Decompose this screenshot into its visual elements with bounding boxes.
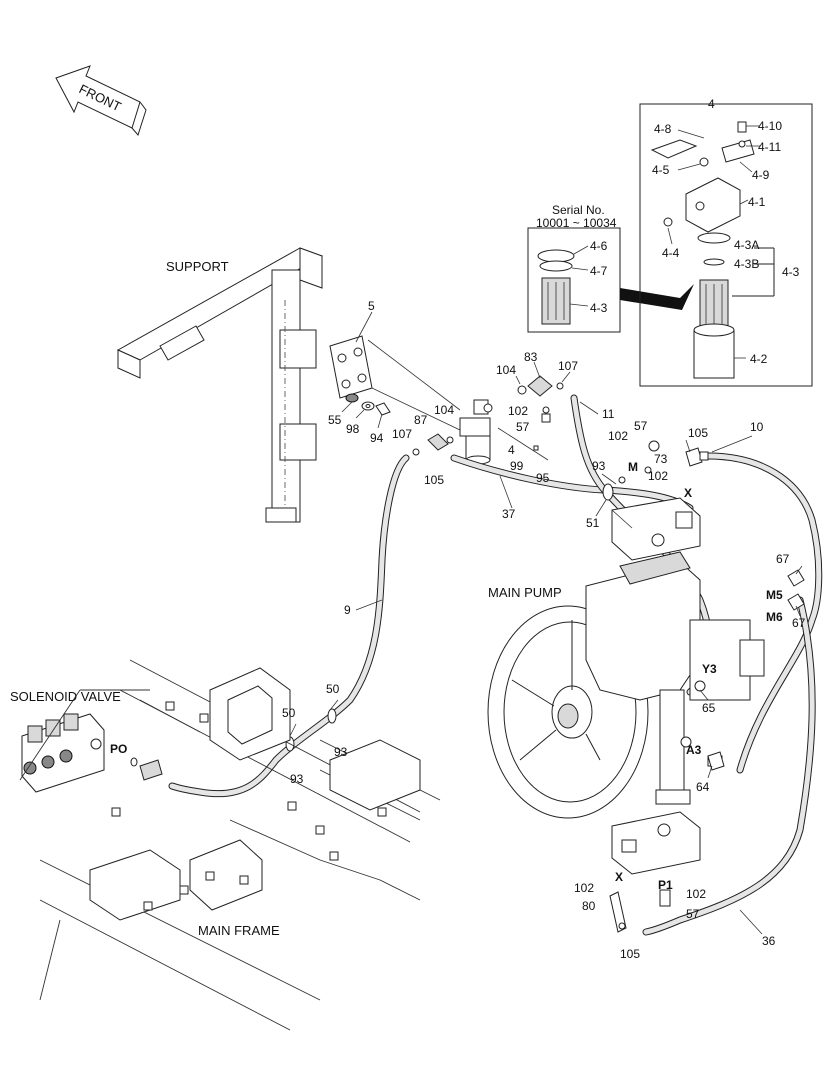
main-pump-label: MAIN PUMP [488,585,562,600]
callout: 104 [434,403,454,417]
callout: 50 [326,682,340,696]
hose-37 [450,454,694,512]
callout: 4-8 [654,122,672,136]
callout: 5 [368,299,375,313]
callout: 9 [344,603,351,617]
callout: 83 [524,350,538,364]
callout: 107 [558,359,578,373]
serial-title: Serial No. [552,203,605,217]
callout: 105 [688,426,708,440]
hose-10 [704,452,823,774]
main-frame [19,659,441,1031]
line-filter-4 [459,399,493,465]
callout: 4-2 [750,352,768,366]
callout: 51 [586,516,600,530]
callout: 57 [686,907,700,921]
callout: 93 [290,772,304,786]
callout: 80 [582,899,596,913]
detail-box-title: 4 [708,97,715,111]
callout: 57 [516,420,530,434]
callout: 50 [282,706,296,720]
callout: 37 [502,507,516,521]
solenoid-valve-label: SOLENOID VALVE [10,689,121,704]
callout: 55 [328,413,342,427]
hose-9 [168,454,410,798]
callout: 98 [346,422,360,436]
filter-fittings [412,375,564,461]
callout: 57 [634,419,648,433]
main-pump [487,551,765,819]
pump-fittings [609,440,805,933]
hardware-55-98-94 [345,393,391,416]
callout: 102 [608,429,628,443]
port-po: PO [110,742,127,756]
callout: 105 [620,947,640,961]
callout: 93 [592,459,606,473]
callout: 93 [334,745,348,759]
callout: 4-1 [748,195,766,209]
callout: 4-3B [734,257,759,271]
hose-36 [642,596,816,936]
bracket-plate-5 [329,335,461,431]
port-m: M [628,460,638,474]
callout: 102 [648,469,668,483]
callout: 10 [750,420,764,434]
callout-labels: 4-8 4-10 4-11 4-5 4-9 4-1 4-4 4-3A 4-3B … [282,119,806,961]
port-m5: M5 [766,588,783,602]
callout: 4-6 [590,239,608,253]
port-x-top: X [684,486,692,500]
valve-block-bottom [611,811,701,875]
callout: 36 [762,934,776,948]
callout: 107 [392,427,412,441]
callout: 105 [424,473,444,487]
callout: 11 [602,407,615,421]
callout: 102 [574,881,594,895]
solenoid-valve [21,713,163,793]
callout: 4-11 [758,140,781,154]
callout: 99 [510,459,524,473]
support-label: SUPPORT [166,259,229,274]
callout: 73 [654,452,668,466]
callout: 87 [414,413,428,427]
assembly-labels: SUPPORT MAIN PUMP SOLENOID VALVE MAIN FR… [10,97,715,938]
callout: 67 [792,616,806,630]
callout: 67 [776,552,790,566]
callout: 4-3 [590,301,608,315]
support-bracket [116,247,324,523]
valve-block-top [611,497,701,561]
callout: 4-3A [734,238,759,252]
front-arrow: FRONT [55,65,147,137]
port-x-bottom: X [615,870,623,884]
callout: 4-10 [758,119,782,133]
port-p1: P1 [658,878,673,892]
leader-lines [289,125,803,935]
callout: 104 [496,363,516,377]
port-labels: M X M5 M6 Y3 A3 PO X P1 [110,460,783,892]
callout: 95 [536,471,550,485]
serial-detail-box [527,227,694,333]
callout: 4-9 [752,168,770,182]
port-y3: Y3 [702,662,717,676]
callout: 4-5 [652,163,670,177]
callout: 102 [508,404,528,418]
callout: 4-4 [662,246,680,260]
callout: 65 [702,701,716,715]
port-m6: M6 [766,610,783,624]
callout: 4-3 [782,265,800,279]
filter-detail-box [639,103,813,387]
callout: 102 [686,887,706,901]
port-a3: A3 [686,743,702,757]
callout: 64 [696,780,710,794]
callout: 94 [370,431,384,445]
main-frame-label: MAIN FRAME [198,923,280,938]
callout: 4-7 [590,264,608,278]
callout: 4 [508,443,515,457]
serial-range: 10001 ~ 10034 [536,216,617,230]
